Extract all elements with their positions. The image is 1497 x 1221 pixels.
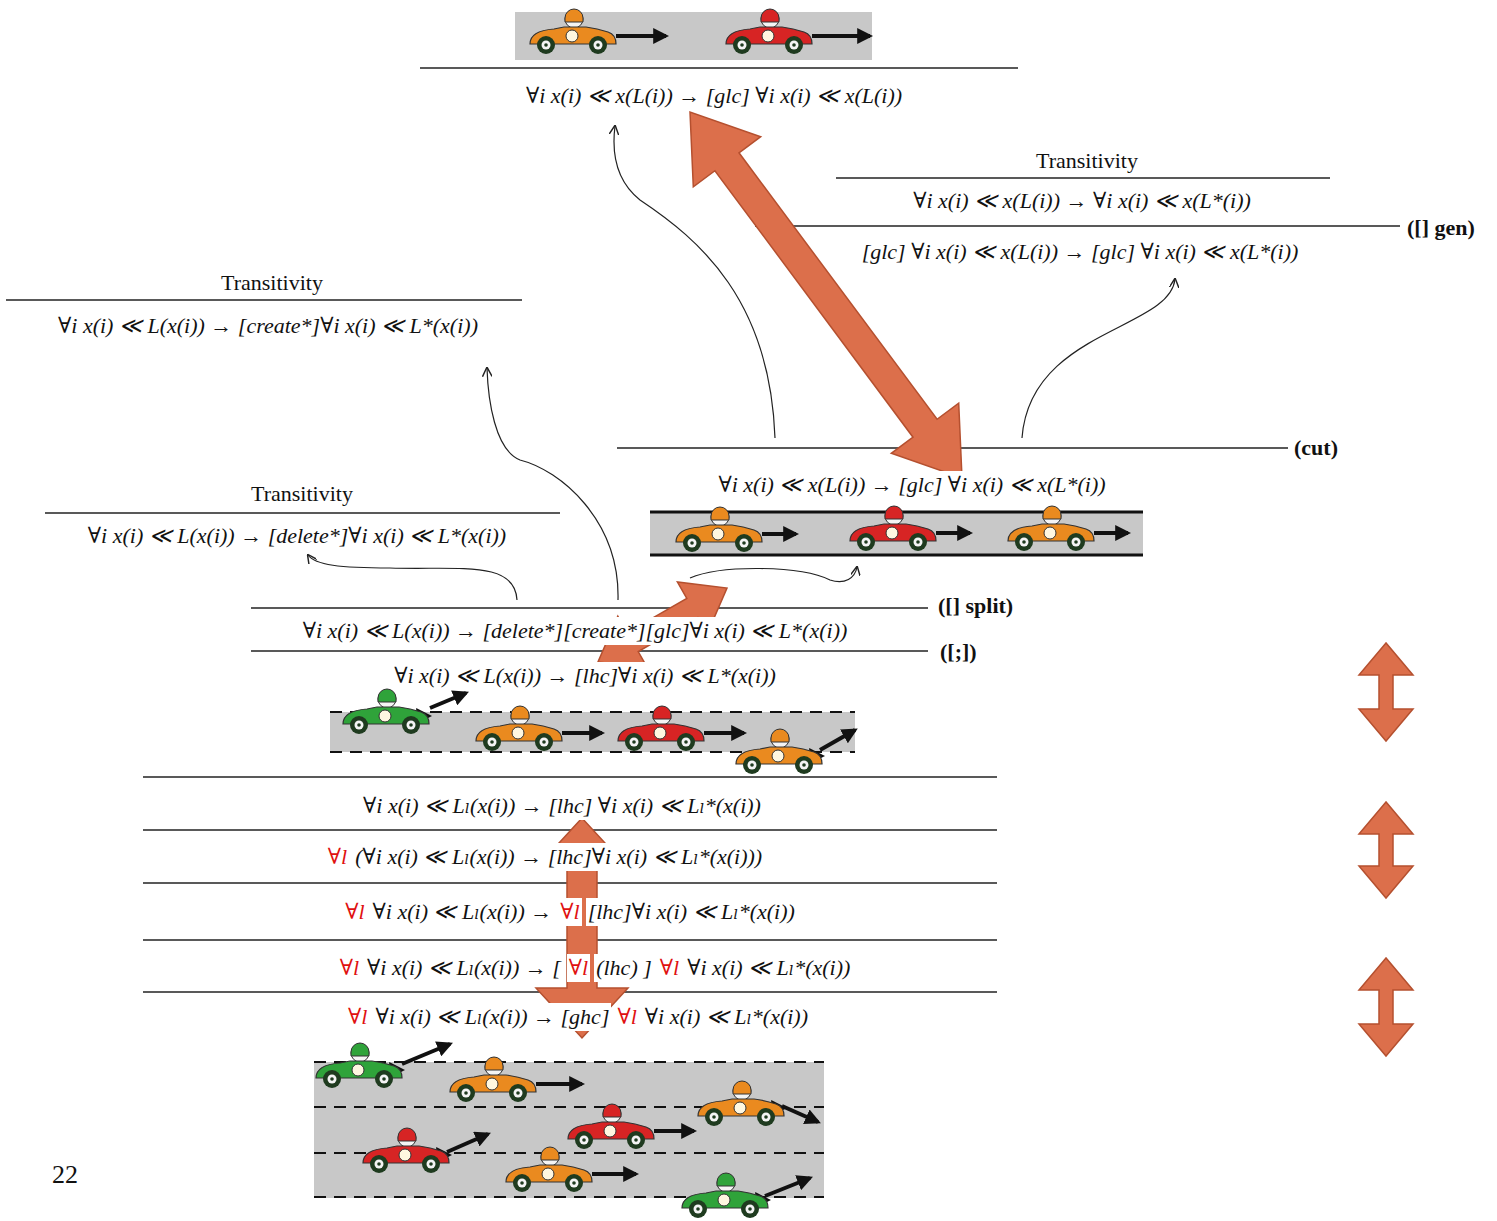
formula: ∀i x(i) ≪ L(x(i)) → [lhc]∀i x(i) ≪ L*(x(… [392,662,778,690]
formula: ∀l [658,954,681,982]
heading-arrow [430,693,466,708]
formula: (lhc) ] [594,954,654,982]
formula-line: ∀i x(i) ≪ x(L(i)) → [glc] ∀i x(i) ≪ x(L*… [716,471,1107,499]
formula: [lhc]∀i x(i) ≪ Lₗ*(x(i)) [586,898,797,926]
lemma-name: Transitivity [249,480,355,508]
formula-line: [glc] ∀i x(i) ≪ x(L(i)) → [glc] ∀i x(i) … [860,238,1301,266]
formula: ∀l [567,954,590,982]
formula: ∀l [346,1003,369,1031]
formula-line: Transitivity [219,269,325,297]
formula: ∀i x(i) ≪ x(L(i)) → [glc] ∀i x(i) ≪ x(L*… [716,471,1107,499]
rule-name: ([;]) [938,638,979,666]
heading-arrow [782,1106,818,1122]
formula: ∀i x(i) ≪ Lₗ(x(i)) → [ [365,954,563,982]
formula-line: Transitivity [1034,147,1140,175]
lane-line [314,1061,824,1063]
lemma-name: Transitivity [1034,147,1140,175]
double-arrow [690,112,962,478]
road-edge [650,554,1143,557]
car [530,9,666,54]
car [450,1057,582,1102]
lemma-name: Transitivity [219,269,325,297]
formula-line: ∀i x(i) ≪ L(x(i)) → [delete*]∀i x(i) ≪ L… [86,522,508,550]
formula: ∀i x(i) ≪ Lₗ*(x(i)) [685,954,852,982]
car [568,1104,694,1149]
formula: ∀l [326,843,349,871]
formula: ∀i x(i) ≪ L(x(i)) → [delete*][create*][g… [301,617,850,645]
formula-line: ∀l∀i x(i) ≪ Lₗ(x(i)) → [∀l(lhc) ]∀l∀i x(… [338,954,853,982]
double-arrow [1359,958,1413,1056]
heading-arrow [447,1134,488,1152]
formula: ∀i x(i) ≪ x(L(i)) → [glc] ∀i x(i) ≪ x(L(… [524,82,904,110]
formula: ∀l [558,898,581,926]
car [506,1147,636,1192]
car [363,1128,449,1173]
formula: ∀l [338,954,361,982]
rule-name: (cut) [1292,434,1340,462]
page-number: 22 [52,1160,78,1190]
formula: ∀l [615,1003,638,1031]
correspondence-arrows [536,112,1413,1056]
formula: (∀i x(i) ≪ Lₗ(x(i)) → [lhc]∀i x(i) ≪ Lₗ*… [353,843,764,871]
car [698,1081,784,1126]
car [1008,506,1128,551]
car [726,9,870,54]
inference-rules [6,68,1400,992]
formula-line: ∀i x(i) ≪ x(L(i)) → ∀i x(i) ≪ x(L*(i)) [911,187,1253,215]
car [850,506,970,551]
car [316,1043,402,1088]
car [682,1173,768,1218]
double-arrow [1359,802,1413,898]
formula-line: ∀l(∀i x(i) ≪ Lₗ(x(i)) → [lhc]∀i x(i) ≪ L… [326,843,764,871]
road [330,712,855,752]
formula: ∀i x(i) ≪ L(x(i)) → [create*]∀i x(i) ≪ L… [56,312,480,340]
formula-line: Transitivity [249,480,355,508]
formula: ∀i x(i) ≪ L(x(i)) → [delete*]∀i x(i) ≪ L… [86,522,508,550]
car [676,507,796,552]
car [476,706,602,751]
formula: ∀i x(i) ≪ x(L(i)) → ∀i x(i) ≪ x(L*(i)) [911,187,1253,215]
double-arrow [1359,643,1413,741]
formula: ∀i x(i) ≪ Lₗ(x(i)) → [371,898,555,926]
formula: ∀i x(i) ≪ Lₗ(x(i)) → [lhc] ∀i x(i) ≪ Lₗ*… [361,792,763,820]
formula: ∀i x(i) ≪ Lₗ(x(i)) → [ghc] [373,1003,611,1031]
formula: [glc] ∀i x(i) ≪ x(L(i)) → [glc] ∀i x(i) … [860,238,1301,266]
rule-name: ([] gen) [1405,214,1477,242]
heading-arrow [765,1178,810,1196]
formula: ∀i x(i) ≪ Lₗ*(x(i)) [643,1003,810,1031]
heading-arrow [820,730,855,750]
formula-line: ∀l∀i x(i) ≪ Lₗ(x(i)) → [ghc]∀l∀i x(i) ≪ … [346,1003,810,1031]
formula-line: ∀i x(i) ≪ Lₗ(x(i)) → [lhc] ∀i x(i) ≪ Lₗ*… [361,792,763,820]
heading-arrow [402,1044,450,1064]
rule-name: ([] split) [936,592,1015,620]
formula-line: ∀l∀i x(i) ≪ Lₗ(x(i)) →∀l[lhc]∀i x(i) ≪ L… [343,898,797,926]
formula-line: ∀i x(i) ≪ x(L(i)) → [glc] ∀i x(i) ≪ x(L(… [524,82,904,110]
car [736,729,822,774]
formula-line: ∀i x(i) ≪ L(x(i)) → [create*]∀i x(i) ≪ L… [56,312,480,340]
formula-line: ∀i x(i) ≪ L(x(i)) → [delete*][create*][g… [301,617,850,645]
formula: ∀l [343,898,366,926]
road [314,1062,824,1198]
formula-line: ∀i x(i) ≪ L(x(i)) → [lhc]∀i x(i) ≪ L*(x(… [392,662,778,690]
car [618,706,744,751]
car [343,689,429,734]
